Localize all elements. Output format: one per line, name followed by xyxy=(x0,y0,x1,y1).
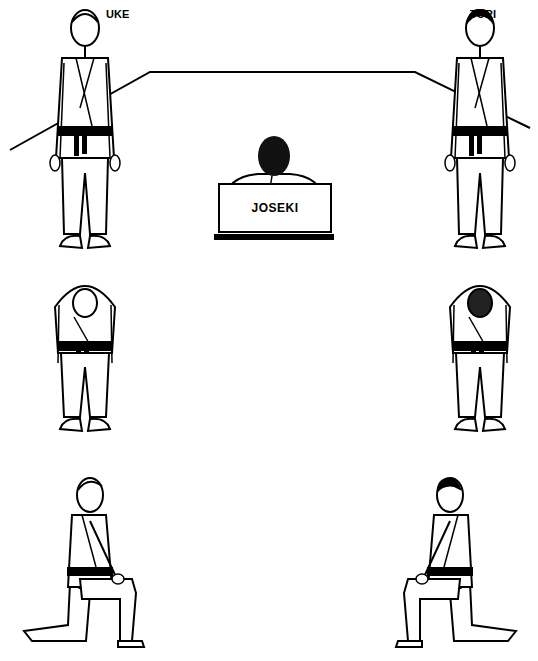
tori-standing xyxy=(445,9,515,248)
tori-kneeling xyxy=(396,478,516,647)
node-label: JOSEKI xyxy=(251,201,298,215)
uke-bowing xyxy=(55,286,115,431)
uke-standing xyxy=(50,10,120,248)
role-label: TORI xyxy=(470,8,496,20)
uke-kneeling xyxy=(24,478,144,647)
joseki-base xyxy=(214,234,334,240)
role-label: UKE xyxy=(106,8,129,20)
tori-bowing xyxy=(450,286,510,431)
sign-box: JOSEKI xyxy=(218,183,332,233)
joseki-head xyxy=(258,136,290,176)
